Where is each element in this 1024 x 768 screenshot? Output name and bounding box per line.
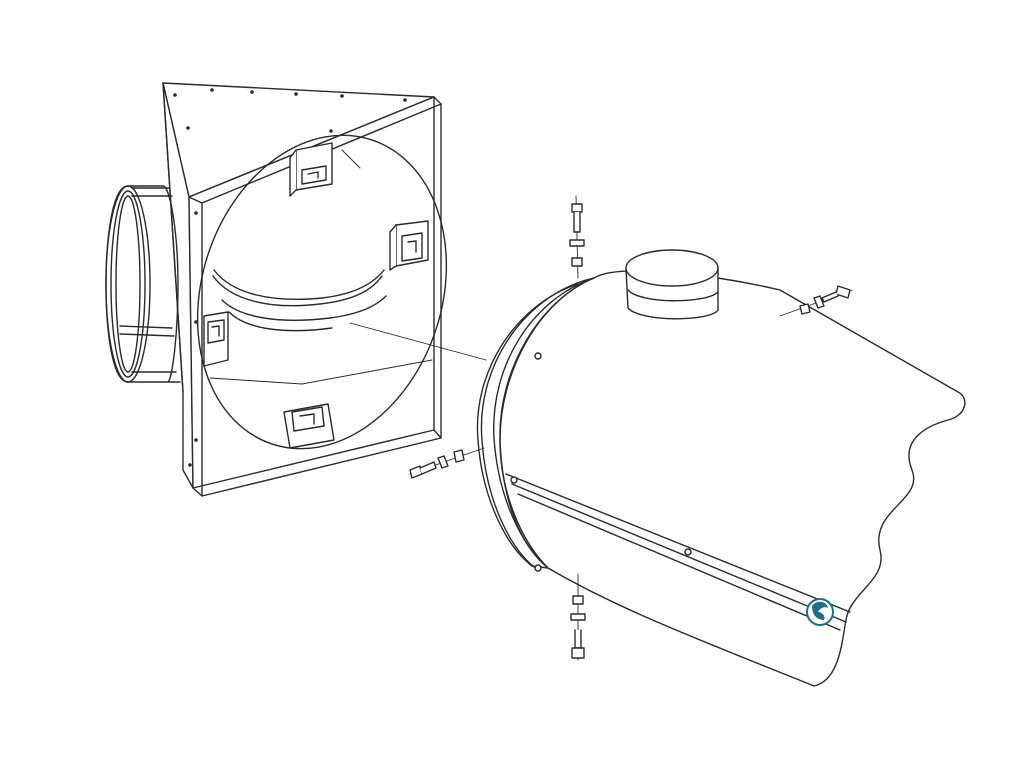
nut-icon [799,303,811,315]
housing-rivets [510,352,692,572]
housing-rail [505,473,851,631]
washer-icon [569,239,585,247]
bolt-set-left [409,447,485,479]
washer-icon [813,295,825,309]
washer-icon [437,455,449,469]
z-bracket-top [289,142,333,197]
brand-logo [806,598,834,626]
bolt-set-bottom [570,573,586,661]
z-bracket-right [389,220,429,271]
housing-body [499,270,966,687]
bolt-icon [835,285,851,299]
bolt-set-right [779,285,853,317]
nut-icon [572,595,584,605]
washer-icon [570,613,586,621]
z-bracket-left [203,311,229,367]
z-bracket-bottom [283,403,335,449]
fan-housing [476,249,966,687]
plenum-box [162,82,448,497]
bolt-icon [571,203,583,213]
housing-top-spigot [625,249,719,320]
bolt-set-top [569,195,585,279]
assembly-axis-line [349,322,487,361]
mounting-brackets [203,142,429,449]
nut-icon [571,257,583,267]
box-spigot [105,185,181,383]
plenum-box-rivets [173,88,407,467]
bolt-icon [571,647,585,659]
plenum-box-opening [196,134,448,450]
nut-icon [453,449,465,463]
